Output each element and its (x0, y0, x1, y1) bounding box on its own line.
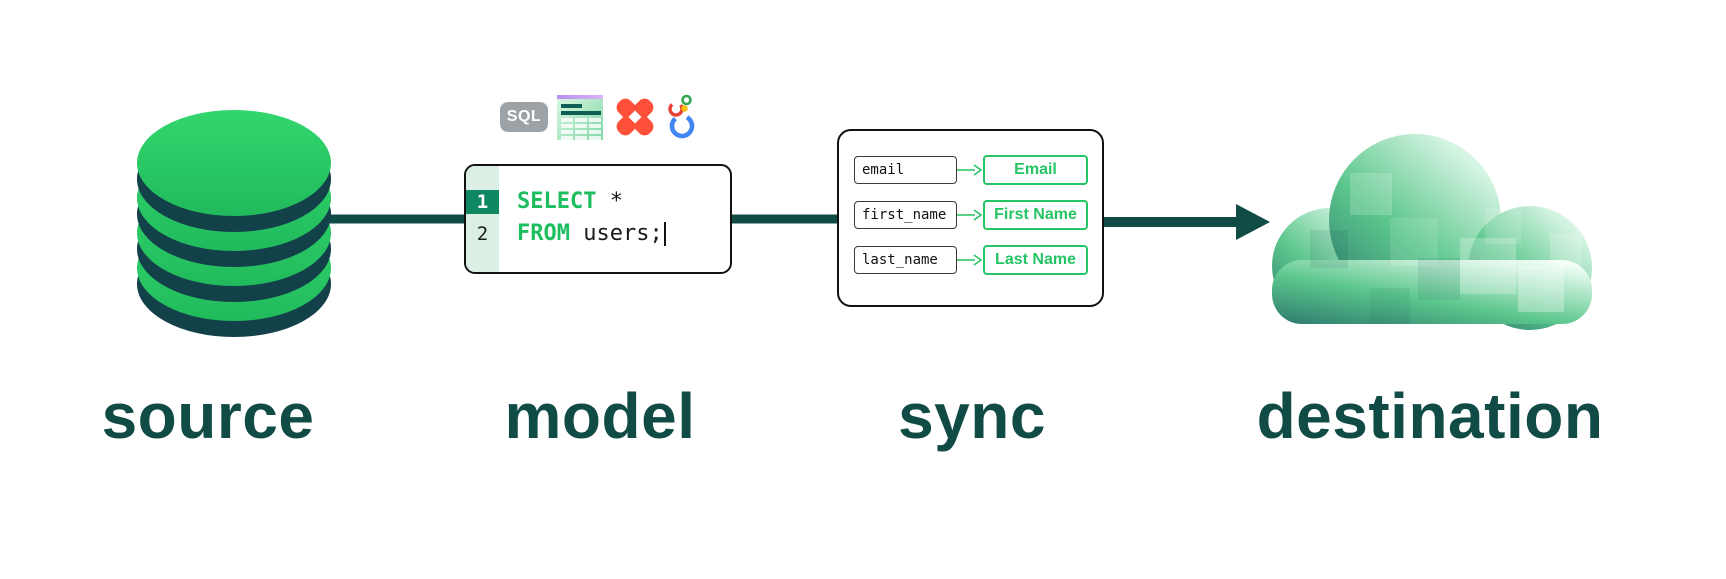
spreadsheet-icon (557, 94, 603, 140)
sql-code-block: 1 2 SELECT * FROM users; (464, 164, 732, 274)
line-number: 1 (466, 190, 499, 214)
source-field: last_name (854, 246, 958, 274)
source-field: first_name (854, 201, 958, 229)
arrowhead-icon (1236, 204, 1270, 240)
sql-keyword: SELECT (517, 189, 597, 214)
cloud-icon (1272, 134, 1592, 330)
target-field: Email (983, 155, 1088, 185)
code-editor-text: SELECT * FROM users; (499, 166, 666, 272)
cloud-pixel-squares (1310, 173, 1582, 328)
stage-label-source: source (101, 380, 315, 452)
mapping-arrow-icon (957, 209, 983, 221)
code-line: SELECT * (517, 186, 666, 218)
code-text: users; (569, 221, 663, 246)
line-number: 2 (476, 223, 489, 245)
mapping-row: email Email (854, 155, 1088, 185)
stage-label-destination: destination (1256, 380, 1604, 452)
target-field: First Name (983, 200, 1088, 230)
mapping-row: first_name First Name (854, 200, 1088, 230)
mapping-arrow-icon (957, 164, 983, 176)
code-text: * (596, 189, 623, 214)
text-cursor (663, 222, 666, 246)
mapping-row: last_name Last Name (854, 245, 1088, 275)
sql-keyword: FROM (517, 221, 570, 246)
stage-label-sync: sync (898, 380, 1046, 452)
cylinder-disks (137, 110, 331, 337)
spreadsheet-titlebar (557, 94, 603, 100)
field-mapping-box: email Email first_name First Name last_n… (837, 129, 1104, 307)
source-field: email (854, 156, 958, 184)
database-cylinder-icon (137, 110, 331, 337)
sql-badge: SQL (500, 102, 548, 132)
stage-label-model: model (504, 380, 696, 452)
mapping-arrow-icon (957, 254, 983, 266)
line-number-gutter: 1 2 (466, 166, 499, 272)
dbt-icon (616, 98, 654, 136)
target-field: Last Name (983, 245, 1088, 275)
cloud-body (1272, 134, 1592, 330)
model-tool-badges: SQL (500, 92, 698, 142)
code-line: FROM users; (517, 218, 666, 250)
looker-icon (668, 94, 695, 139)
